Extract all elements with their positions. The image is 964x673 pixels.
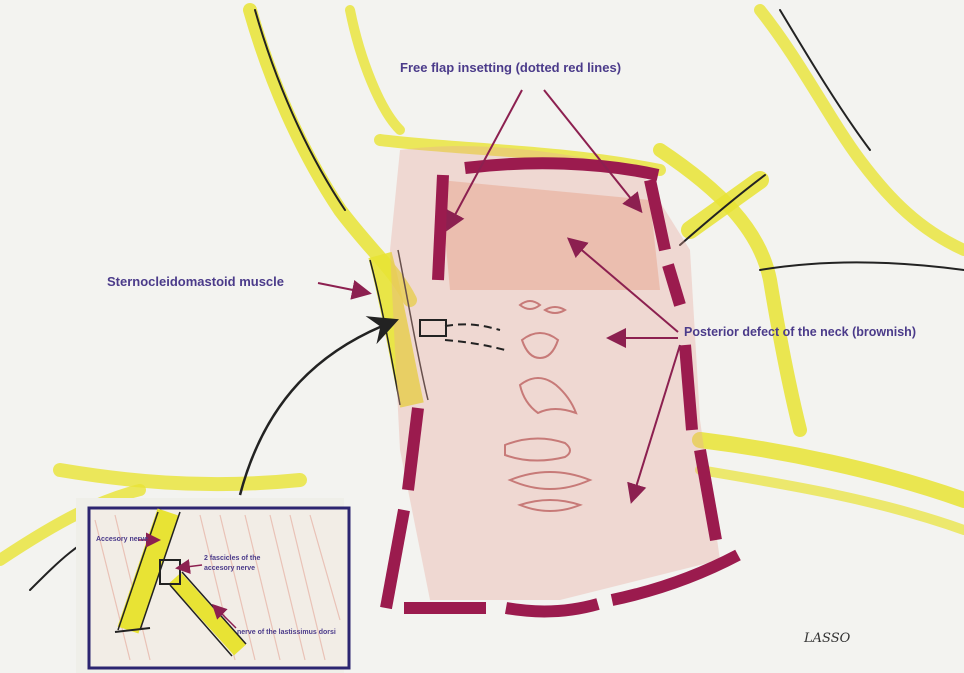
label-posterior-defect: Posterior defect of the neck (brownish) xyxy=(684,325,916,339)
artist-signature: LASSO xyxy=(803,631,851,646)
label-free-flap: Free flap insetting (dotted red lines) xyxy=(400,60,621,75)
inset-label-fascicles-2: accesory nerve xyxy=(204,565,255,572)
inset-label-latissimus: nerve of the lastissimus dorsi xyxy=(237,629,336,636)
inset-label-fascicles-1: 2 fascicles of the xyxy=(204,555,261,562)
inset-panel: Accesory nerve 2 fascicles of the acceso… xyxy=(76,498,349,673)
label-sternocleidomastoid: Sternocleidomastoid muscle xyxy=(107,274,284,289)
inset-label-accessory-nerve: Accesory nerve xyxy=(96,536,148,543)
